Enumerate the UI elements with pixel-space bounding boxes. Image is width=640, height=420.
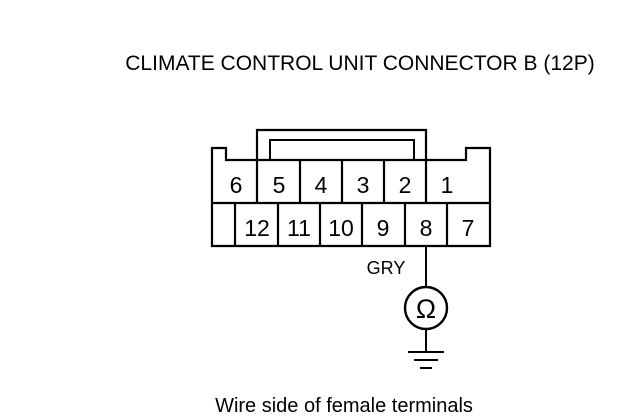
top-row-terminals: 6 5 4 3 2 1 [230,172,454,198]
bottom-row-terminals: 12 11 10 9 8 7 [244,215,474,241]
terminal-label: 4 [315,172,328,198]
connector-lock-tab-inner [269,139,415,160]
ground-icon [408,351,444,369]
terminal-label: 5 [273,172,286,198]
terminal-label: 9 [377,215,390,241]
terminal-label: 1 [441,172,454,198]
ohm-symbol: Ω [416,294,436,324]
diagram-caption: Wire side of female terminals [215,395,473,417]
wire-color-label: GRY [367,258,406,278]
connector-lock-tab [255,128,428,160]
top-row-dividers [255,160,428,203]
connector-housing [210,146,492,248]
ohmmeter-icon: Ω [403,285,449,331]
diagram-title: CLIMATE CONTROL UNIT CONNECTOR B (12P) [125,52,594,75]
terminal-label: 12 [244,215,270,241]
terminal-label: 10 [328,215,354,241]
terminal-label: 7 [462,215,475,241]
terminal-label: 8 [420,215,433,241]
terminal-label: 11 [287,215,311,241]
terminal-label: 6 [230,172,243,198]
terminal-label: 2 [399,172,412,198]
terminal-label: 3 [357,172,370,198]
bottom-row-dividers [233,203,449,246]
